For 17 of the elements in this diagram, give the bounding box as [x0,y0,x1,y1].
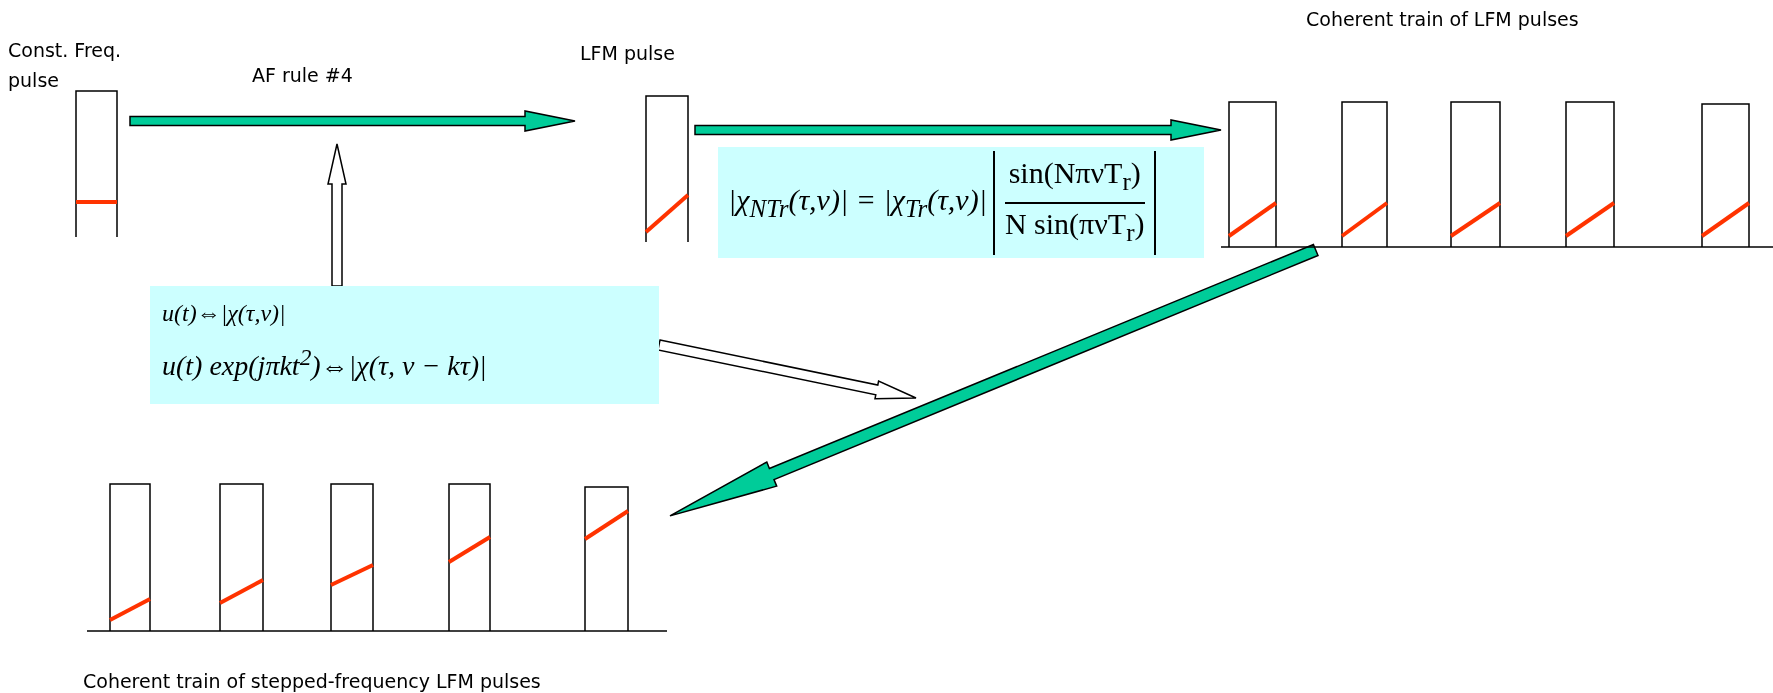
hollow-arrow [657,339,917,400]
formula-box [150,286,659,404]
pulse-label: Coherent train of LFM pulses [1306,8,1579,30]
formula: u(t)⇔|χ(τ,ν)| [162,300,286,327]
pulse-label: Const. Freq. pulse [8,38,123,93]
block-arrow [694,119,1222,141]
formula: u(t) exp(jπkt$^{2}$)⇔|χ(τ, ν − kτ)| [162,344,487,383]
block-arrow [669,243,1319,517]
formula: |χ$_{NTr}$(τ,ν)| = |χ$_{Tr}$(τ,ν)| [728,182,987,223]
pulse-label: Coherent train of stepped-frequency LFM pulses [83,670,541,692]
hollow-arrow [327,143,347,287]
pulse-label: LFM pulse [580,42,675,64]
block-arrow [129,110,576,132]
formula-box [718,147,1204,258]
fraction-numerator: sin(NπνT$_{r}$) [1004,152,1145,204]
edge-label: AF rule #4 [252,64,353,86]
fraction-denominator: N sin(πνT$_{r}$) [1003,205,1146,248]
